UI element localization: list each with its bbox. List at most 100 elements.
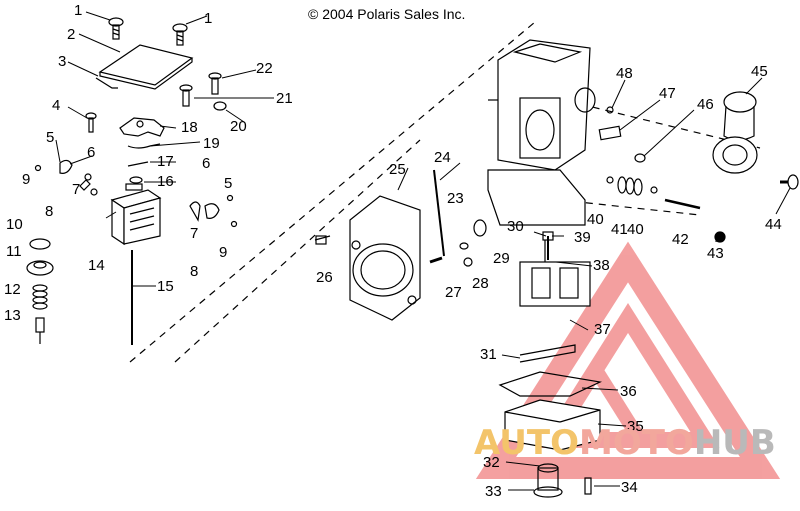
callout-label: 15: [157, 278, 174, 295]
plug-part: [463, 257, 473, 267]
callout-label: 9: [219, 244, 227, 261]
screw-part: [780, 174, 799, 190]
watermark-logo: [475, 241, 781, 479]
callout-label: 40: [587, 211, 604, 228]
clip-part: [79, 179, 91, 191]
callout-label: 39: [574, 229, 591, 246]
callout-label: 24: [434, 149, 451, 166]
callout-label: 5: [46, 129, 54, 146]
guide-line: [129, 21, 536, 363]
callout-label: 48: [616, 65, 633, 82]
callout-label: 27: [445, 284, 462, 301]
callout-label: 6: [202, 155, 210, 172]
screw-part: [584, 477, 592, 495]
callout-label: 7: [72, 181, 80, 198]
washer-part: [90, 188, 98, 196]
callout-label: 36: [620, 383, 637, 400]
cap-part: [634, 153, 646, 163]
callout-label: 31: [480, 346, 497, 363]
intake-flange: [349, 195, 421, 321]
callout-label: 1: [74, 2, 82, 19]
callout-label: 5: [224, 175, 232, 192]
callout-label: 44: [765, 216, 782, 233]
spring-part: [473, 219, 487, 237]
callout-label: 1: [204, 10, 212, 27]
lever-part: [204, 203, 220, 219]
screw-part: [85, 112, 97, 133]
callout-label: 2: [67, 26, 75, 43]
guide-line: [174, 139, 421, 363]
needle-part: [35, 317, 45, 344]
callout-label: 43: [707, 245, 724, 262]
jet-part: [533, 463, 563, 498]
callout-label: 40: [627, 221, 644, 238]
wire-part: [433, 169, 445, 257]
small-pin: [226, 194, 234, 202]
callout-label: 14: [88, 257, 105, 274]
screw-part: [664, 198, 701, 210]
guide-line: [579, 103, 761, 149]
callout-label: 8: [45, 203, 53, 220]
callout-label: 26: [316, 269, 333, 286]
callout-label: 34: [621, 479, 638, 496]
sensor-block: [110, 183, 162, 246]
callout-label: 46: [697, 96, 714, 113]
guide-line: [559, 199, 701, 216]
callout-label: 35: [627, 418, 644, 435]
small-pin: [230, 220, 238, 228]
carburetor-body: [487, 39, 596, 226]
watermark-text: AUTOMOTOHUB: [474, 426, 776, 460]
float-assembly: [519, 240, 591, 307]
spring-part: [32, 284, 48, 310]
callout-label: 16: [157, 173, 174, 190]
callout-label: 20: [230, 118, 247, 135]
callout-label: 30: [507, 218, 524, 235]
washer-part: [650, 186, 658, 194]
fitting-part: [598, 125, 622, 141]
callout-label: 10: [6, 216, 23, 233]
callout-label: 37: [594, 321, 611, 338]
washer-part: [606, 176, 614, 184]
callout-label: 29: [493, 250, 510, 267]
leader-lines: [55, 11, 791, 491]
screw-part: [179, 84, 193, 107]
callout-label: 41: [611, 221, 628, 238]
callout-label: 47: [659, 85, 676, 102]
callout-label: 38: [593, 257, 610, 274]
nut-part: [213, 101, 227, 111]
callout-label: 18: [181, 119, 198, 136]
callout-label: 23: [447, 190, 464, 207]
gasket-wire: [95, 77, 118, 89]
callout-label: 3: [58, 53, 66, 70]
callout-label: 21: [276, 90, 293, 107]
callout-label: 7: [190, 225, 198, 242]
callout-label: 22: [256, 60, 273, 77]
bracket-part: [519, 344, 576, 363]
callout-label: 12: [4, 281, 21, 298]
washer-part: [84, 173, 92, 181]
screw-part: [172, 23, 188, 46]
callout-label: 11: [6, 243, 22, 260]
watermark-part-1: AUTO: [474, 423, 579, 463]
cap-part: [29, 238, 51, 250]
o-ring-part: [129, 176, 143, 184]
callout-label: 9: [22, 171, 30, 188]
ball-part: [714, 231, 726, 243]
screw-part: [314, 235, 331, 245]
pin-part: [127, 161, 149, 167]
callout-label: 19: [203, 135, 220, 152]
callout-label: 42: [672, 231, 689, 248]
spring-part: [617, 176, 643, 196]
lever-part: [189, 201, 201, 222]
small-pin: [34, 164, 42, 172]
screw-part: [429, 256, 443, 264]
small-pin: [606, 106, 614, 114]
bracket-part: [119, 117, 165, 137]
screw-part: [208, 72, 222, 95]
callout-label: 17: [157, 153, 174, 170]
nut-part: [26, 260, 54, 276]
callout-label: 25: [389, 161, 406, 178]
